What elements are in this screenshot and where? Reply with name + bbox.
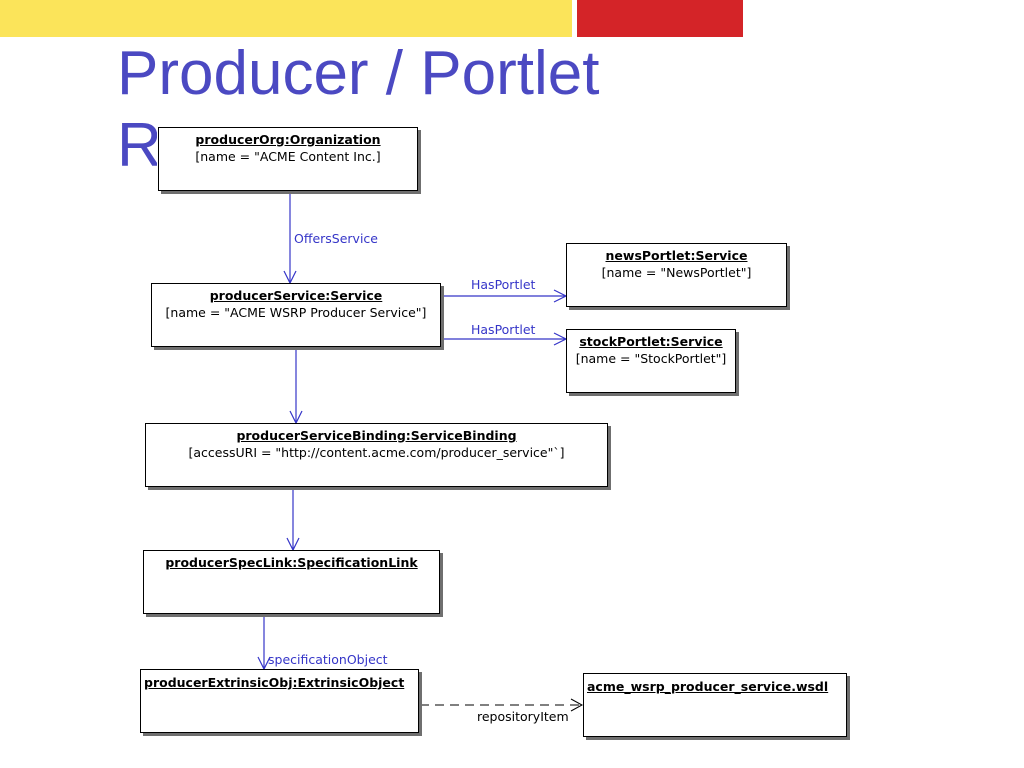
service-binding-box: producerServiceBinding:ServiceBinding [a… [145, 423, 608, 487]
news-portlet-attr: [name = "NewsPortlet"] [601, 265, 752, 280]
news-portlet-name: newsPortlet:Service [605, 248, 748, 263]
producer-org-box: producerOrg:Organization [name = "ACME C… [158, 127, 418, 191]
wsdl-box: acme_wsrp_producer_service.wsdl [583, 673, 847, 737]
news-portlet-box: newsPortlet:Service [name = "NewsPortlet… [566, 243, 787, 307]
offers-service-label: OffersService [294, 231, 378, 246]
repository-item-label: repositoryItem [477, 709, 569, 724]
repository-item-arrowhead [570, 698, 584, 712]
stock-portlet-attr: [name = "StockPortlet"] [575, 351, 727, 366]
spec-link-name: producerSpecLink:SpecificationLink [165, 555, 418, 570]
producer-service-name: producerService:Service [209, 288, 383, 303]
stock-portlet-box: stockPortlet:Service [name = "StockPortl… [566, 329, 736, 393]
producer-service-attr: [name = "ACME WSRP Producer Service"] [165, 305, 427, 320]
wsdl-name: acme_wsrp_producer_service.wsdl [587, 679, 829, 694]
stock-portlet-name: stockPortlet:Service [579, 334, 723, 349]
extrinsic-obj-name: producerExtrinsicObj:ExtrinsicObject [144, 675, 405, 690]
extrinsic-obj-box: producerExtrinsicObj:ExtrinsicObject [140, 669, 419, 733]
service-binding-name: producerServiceBinding:ServiceBinding [236, 428, 517, 443]
specification-object-label: specificationObject [268, 652, 388, 667]
producer-org-name: producerOrg:Organization [195, 132, 381, 147]
slide-title-continuation: R [117, 111, 157, 172]
producer-service-box: producerService:Service [name = "ACME WS… [151, 283, 441, 347]
top-yellow-bar [0, 0, 572, 37]
spec-link-box: producerSpecLink:SpecificationLink [143, 550, 440, 614]
has-portlet-news-label: HasPortlet [471, 277, 536, 292]
top-red-bar [577, 0, 743, 37]
service-binding-attr: [accessURI = "http://content.acme.com/pr… [188, 445, 565, 460]
producer-org-attr: [name = "ACME Content Inc.] [195, 149, 381, 164]
has-portlet-stock-label: HasPortlet [471, 322, 536, 337]
slide-title: Producer / Portlet [117, 39, 600, 108]
